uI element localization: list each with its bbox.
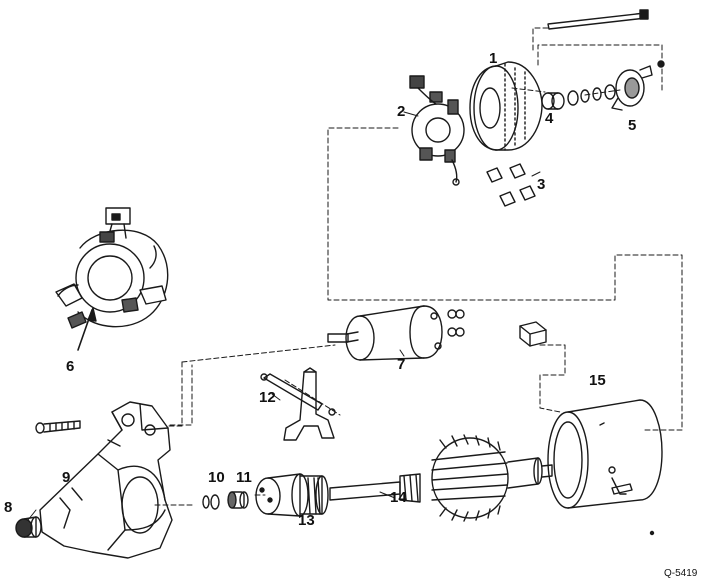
callout-5: 5 [628, 117, 637, 134]
callout-9: 9 [62, 469, 71, 486]
engagement-fork [260, 367, 336, 441]
solenoid-switch [327, 305, 465, 361]
overrunning-clutch [255, 473, 329, 517]
callout-15: 15 [589, 372, 606, 389]
callout-3: 3 [537, 176, 546, 193]
figure-reference: Q-5419 [664, 568, 698, 579]
pinion-gear [15, 516, 42, 538]
drive-end-housing [39, 401, 173, 559]
callout-4: 4 [545, 110, 554, 127]
callout-7: 7 [397, 356, 406, 373]
carbon-brushes [486, 163, 536, 207]
end-cap [611, 60, 665, 111]
callout-2: 2 [397, 103, 406, 120]
circlip-stop-collar [202, 491, 249, 510]
yoke-field-frame [547, 399, 663, 509]
callout-8: 8 [4, 499, 13, 516]
callout-12: 12 [259, 389, 276, 406]
through-bolt-long [547, 9, 649, 30]
commutator-end-housing [469, 61, 543, 151]
callout-14: 14 [390, 489, 407, 506]
callout-11: 11 [236, 469, 252, 486]
assembly-guide-lines [154, 27, 683, 506]
bushing-washers [541, 84, 616, 110]
callout-13: 13 [298, 512, 315, 529]
screw-9 [35, 420, 81, 434]
callout-10: 10 [208, 469, 225, 486]
callout-leaders [27, 111, 541, 521]
terminal-cover [519, 321, 547, 347]
callout-6: 6 [66, 358, 75, 375]
brush-holder-plate [409, 75, 465, 186]
armature [329, 434, 553, 522]
small-mark [649, 530, 655, 536]
brush-holder-assembled [55, 207, 169, 329]
callout-1: 1 [489, 50, 498, 67]
